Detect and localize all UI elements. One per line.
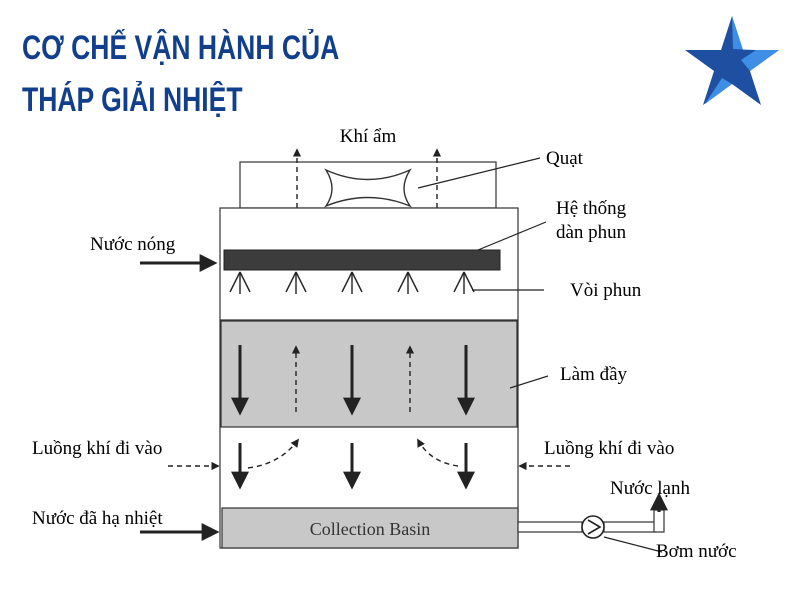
moist-air-arrows	[292, 148, 442, 208]
label-cold-water: Nước lạnh	[610, 478, 690, 499]
rain-zone-arrows	[231, 438, 475, 490]
label-hot-water: Nước nóng	[90, 234, 176, 255]
title-line-1: CƠ CHẾ VẬN HÀNH CỦA	[22, 29, 340, 67]
collection-basin	[221, 507, 519, 549]
pump-icon	[581, 515, 605, 539]
label-basin: Collection Basin	[310, 519, 431, 539]
spray-nozzles	[229, 271, 475, 294]
label-moist-air: Khí ẩm	[340, 126, 397, 147]
fill-zone	[220, 320, 518, 428]
fan-icon	[324, 168, 412, 208]
label-fill: Làm đầy	[560, 364, 628, 385]
label-spray-system-1: Hệ thống	[556, 198, 627, 219]
leader-lines	[417, 157, 663, 553]
star-logo-icon	[685, 16, 779, 105]
label-air-in-right: Luồng khí đi vào	[544, 438, 674, 459]
label-spray-system-2: dàn phun	[556, 222, 627, 243]
spray-pipe	[223, 249, 501, 271]
title-line-2: THÁP GIẢI NHIỆT	[22, 81, 243, 119]
label-fan: Quạt	[546, 148, 584, 169]
label-pump: Bơm nước	[656, 541, 737, 562]
label-air-in-left: Luồng khí đi vào	[32, 438, 162, 459]
fill-flow-arrows	[231, 345, 475, 416]
label-cooled-water: Nước đã hạ nhiệt	[32, 508, 163, 529]
label-nozzles: Vòi phun	[570, 280, 642, 301]
